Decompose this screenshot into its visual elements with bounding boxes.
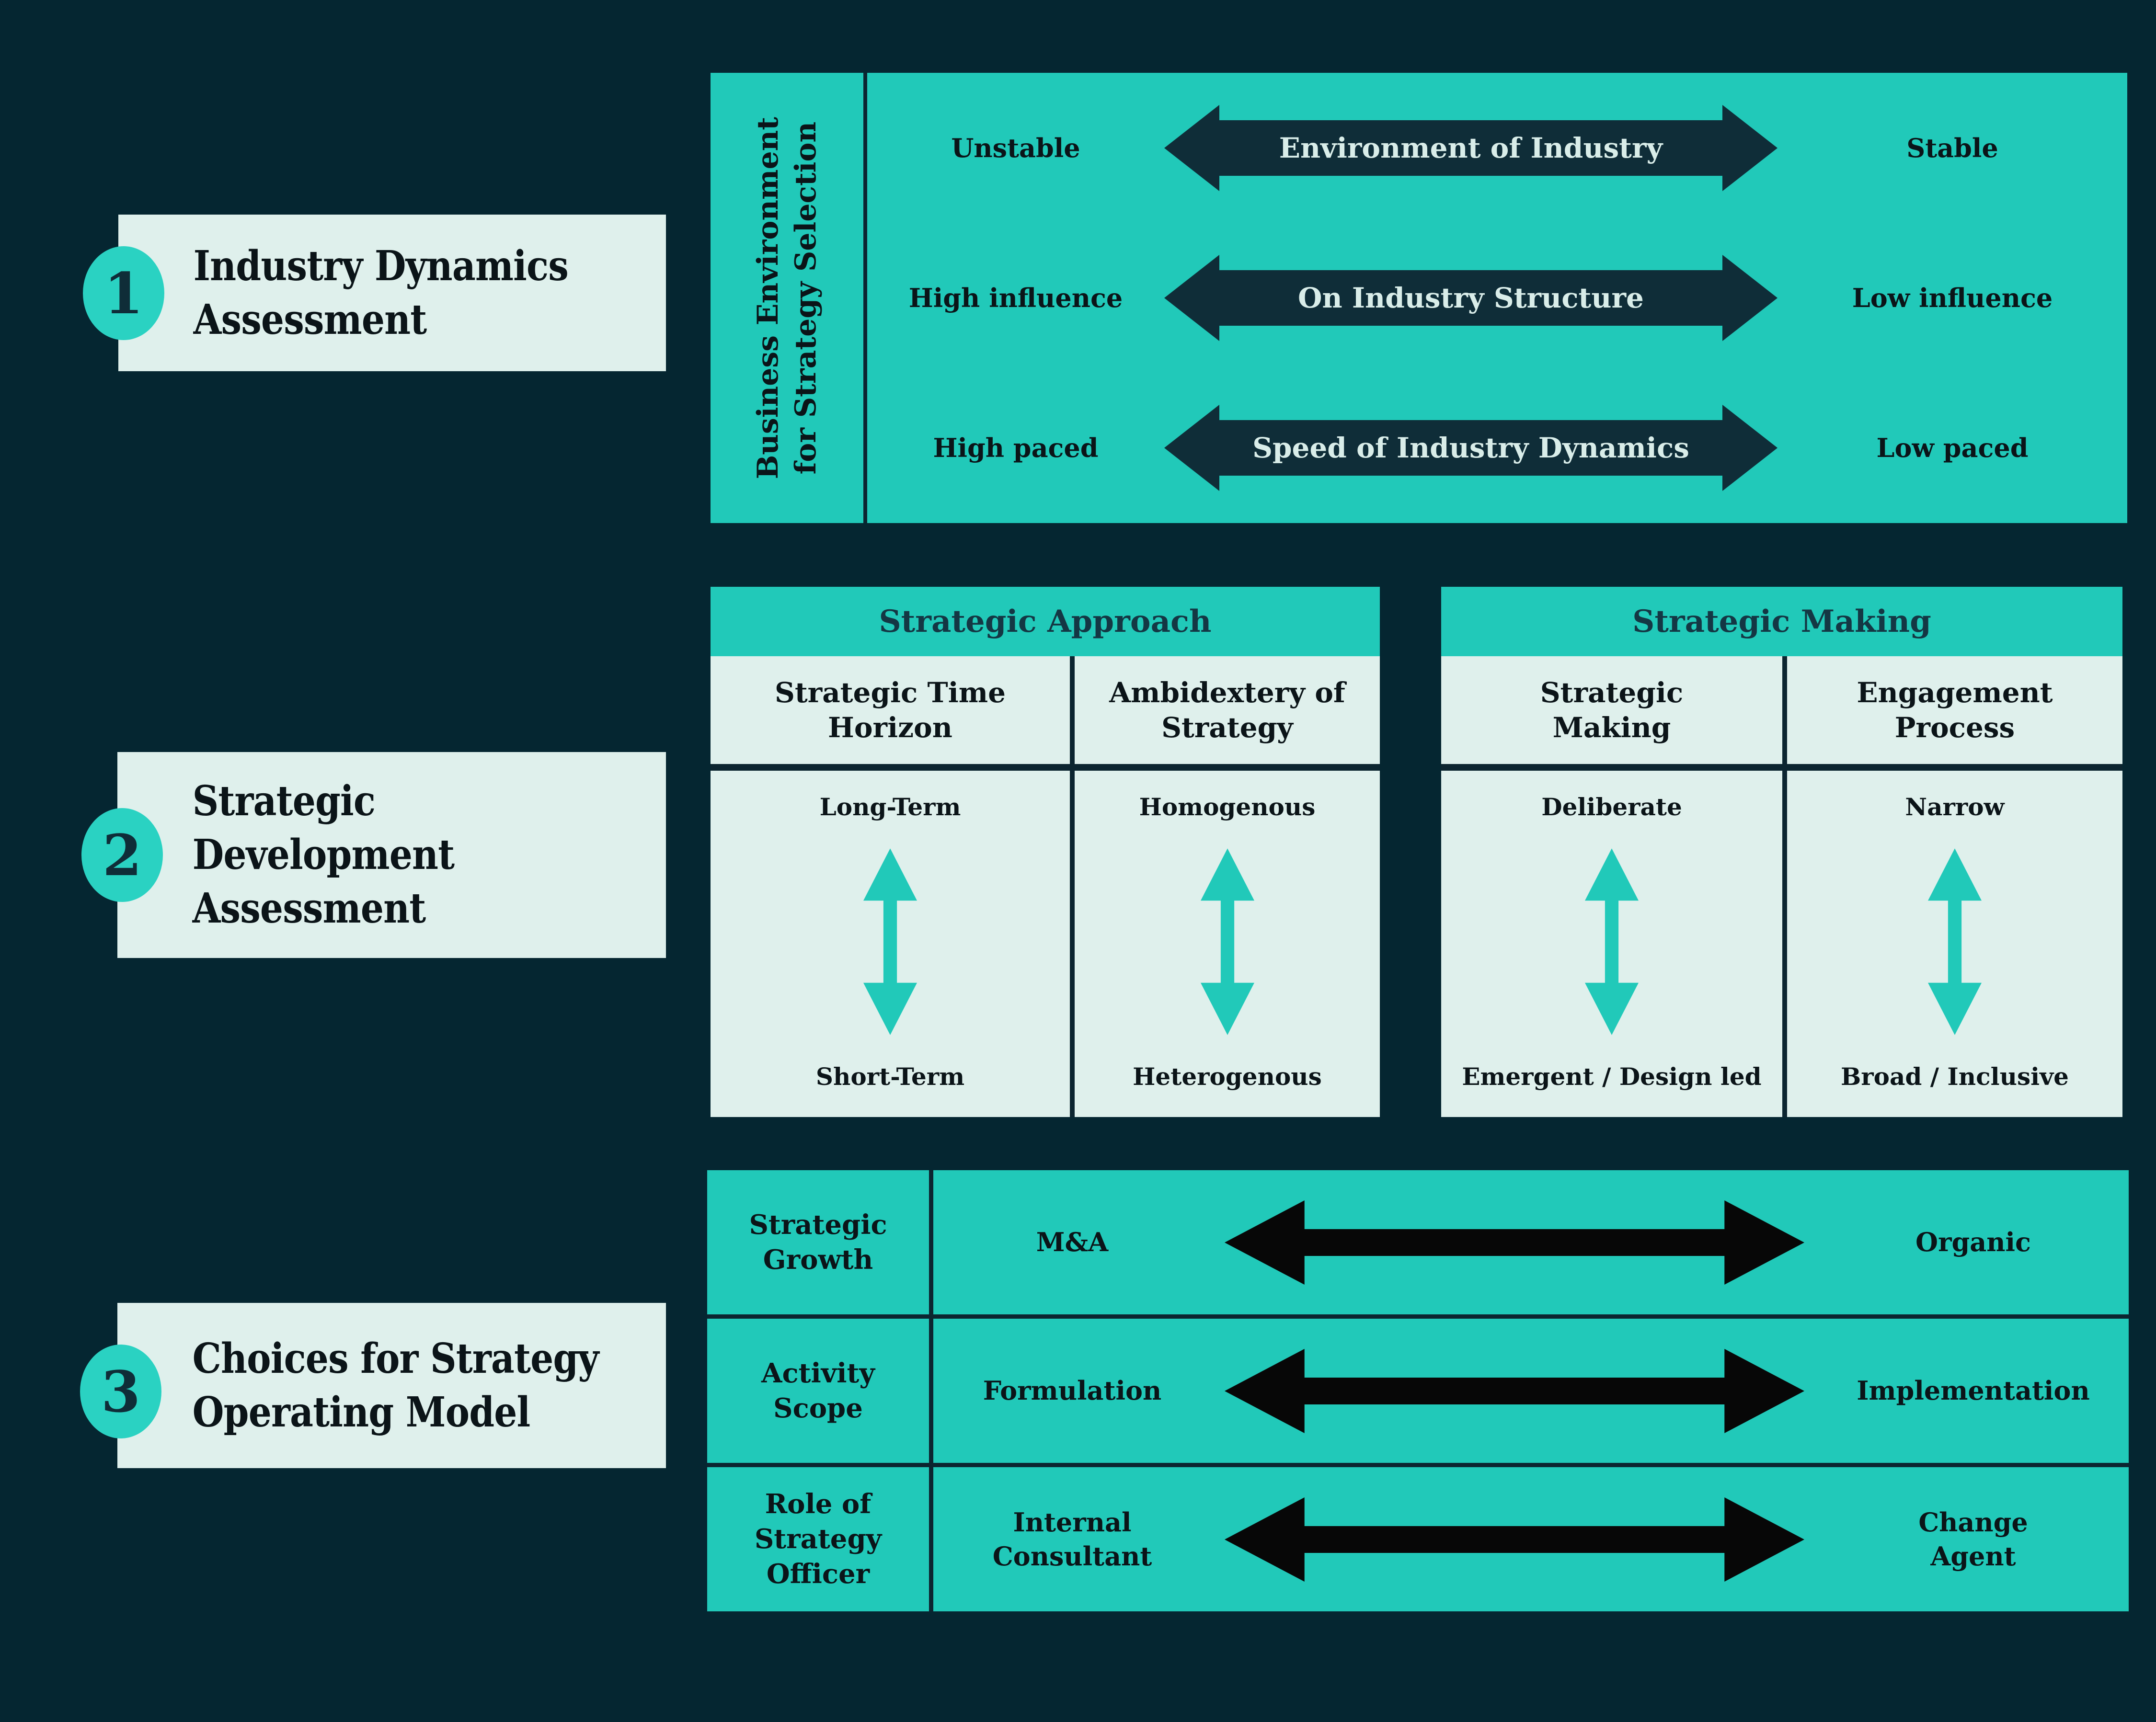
section-1-label-box: Industry Dynamics Assessment xyxy=(118,215,666,371)
scale-top-label: Long-Term xyxy=(819,793,961,821)
strategic-making-table: Strategic Making Strategic Making Engage… xyxy=(1441,587,2122,1117)
scale-top-label: Homogenous xyxy=(1139,793,1316,821)
choices-row-right-value: Implementation xyxy=(1857,1375,2090,1406)
double-arrow-vertical-icon xyxy=(1585,848,1639,1035)
section-1-number-badge: 1 xyxy=(83,246,164,340)
industry-row-left-label: High influence xyxy=(908,282,1123,313)
industry-row-arrow: Environment of Industry xyxy=(1164,104,1778,191)
section-2-label-box: Strategic Development Assessment xyxy=(117,752,666,958)
strategic-making-table-title: Strategic Making xyxy=(1441,587,2122,656)
strategic-approach-subheaders: Strategic Time Horizon Ambidextery of St… xyxy=(711,656,1380,764)
column-header-strategic-time-horizon: Strategic Time Horizon xyxy=(774,676,1006,744)
scale-top-label: Narrow xyxy=(1905,793,2005,821)
industry-panel-rows: Unstable Environment of Industry Stable … xyxy=(867,73,2127,523)
industry-panel-side-strip: Business Environment for Strategy Select… xyxy=(711,73,867,523)
industry-dynamics-panel: Business Environment for Strategy Select… xyxy=(711,73,2127,523)
choices-row-left-value: Formulation xyxy=(983,1375,1162,1406)
industry-row-arrow: Speed of Industry Dynamics xyxy=(1164,405,1778,491)
double-arrow-horizontal-icon xyxy=(1164,104,1778,191)
choices-row-right-value: Organic xyxy=(1915,1227,2031,1258)
scale-cell-ambidextery: Homogenous Heterogenous xyxy=(1070,771,1380,1117)
section-3-label-box: Choices for Strategy Operating Model xyxy=(117,1303,666,1468)
strategic-making-subheaders: Strategic Making Engagement Process xyxy=(1441,656,2122,764)
scale-cell-strategic-making: Deliberate Emergent / Design led xyxy=(1441,771,1782,1117)
industry-row-environment: Unstable Environment of Industry Stable xyxy=(867,73,2127,223)
section-3-number: 3 xyxy=(101,1358,141,1425)
choices-row-role-of-strategy-officer: Role of Strategy Officer Internal Consul… xyxy=(707,1463,2129,1611)
section-1-title: Industry Dynamics Assessment xyxy=(193,241,569,344)
section-2-title: Strategic Development Assessment xyxy=(192,777,455,933)
double-arrow-horizontal-icon xyxy=(1225,1348,1804,1433)
column-header-ambidextery-of-strategy: Ambidextery of Strategy xyxy=(1070,656,1380,764)
section-2-number: 2 xyxy=(102,821,142,889)
industry-row-arrow-label: Speed of Industry Dynamics xyxy=(1252,432,1689,465)
strategic-approach-body: Long-Term Short-Term Homogenous Heteroge… xyxy=(711,764,1380,1117)
scale-cell-time-horizon: Long-Term Short-Term xyxy=(711,771,1070,1117)
choices-row-label: Activity Scope xyxy=(707,1319,933,1463)
scale-bottom-label: Short-Term xyxy=(815,1062,965,1091)
strategic-making-body: Deliberate Emergent / Design led Narrow … xyxy=(1441,764,2122,1117)
choices-row-left-value: M&A xyxy=(1036,1227,1109,1258)
section-2-number-badge: 2 xyxy=(81,808,163,902)
industry-row-arrow: On Industry Structure xyxy=(1164,254,1778,341)
column-header-strategic-making: Strategic Making xyxy=(1540,676,1684,744)
industry-row-arrow-label: Environment of Industry xyxy=(1279,131,1663,164)
industry-row-right-label: Low influence xyxy=(1852,282,2053,313)
choices-row-arrow xyxy=(1211,1467,1818,1611)
industry-row-left-label: Unstable xyxy=(951,132,1080,163)
double-arrow-horizontal-icon xyxy=(1164,405,1778,491)
section-3-title: Choices for Strategy Operating Model xyxy=(192,1334,599,1437)
choices-for-operating-model-table: Strategic Growth M&A Organic Activity Sc… xyxy=(707,1170,2129,1611)
scale-cell-engagement-process: Narrow Broad / Inclusive xyxy=(1782,771,2122,1117)
double-arrow-horizontal-icon xyxy=(1164,254,1778,341)
scale-top-label: Deliberate xyxy=(1541,793,1682,821)
choices-row-arrow xyxy=(1211,1319,1818,1463)
column-header-engagement-process: Engagement Process xyxy=(1782,656,2122,764)
section-3-number-badge: 3 xyxy=(80,1345,161,1438)
industry-row-left-label: High paced xyxy=(933,433,1099,464)
double-arrow-horizontal-icon xyxy=(1225,1200,1804,1285)
double-arrow-vertical-icon xyxy=(1200,848,1254,1035)
industry-row-speed: High paced Speed of Industry Dynamics Lo… xyxy=(867,373,2127,523)
choices-row-label: Role of Strategy Officer xyxy=(707,1467,933,1611)
choices-row-strategic-growth: Strategic Growth M&A Organic xyxy=(707,1170,2129,1314)
strategic-approach-table: Strategic Approach Strategic Time Horizo… xyxy=(711,587,1380,1117)
choices-row-arrow xyxy=(1211,1170,1818,1314)
double-arrow-vertical-icon xyxy=(863,848,917,1035)
industry-row-right-label: Stable xyxy=(1906,132,1998,163)
scale-bottom-label: Heterogenous xyxy=(1133,1062,1322,1091)
industry-row-arrow-label: On Industry Structure xyxy=(1298,281,1644,314)
industry-row-structure: High influence On Industry Structure Low… xyxy=(867,223,2127,373)
double-arrow-vertical-icon xyxy=(1928,848,1982,1035)
scale-bottom-label: Emergent / Design led xyxy=(1462,1062,1762,1091)
choices-row-left-value: Internal Consultant xyxy=(992,1507,1152,1572)
double-arrow-horizontal-icon xyxy=(1225,1497,1804,1582)
section-1-number: 1 xyxy=(103,260,144,327)
choices-row-right-value: Change Agent xyxy=(1918,1507,2028,1572)
industry-row-right-label: Low paced xyxy=(1876,433,2029,464)
strategic-approach-table-title: Strategic Approach xyxy=(711,587,1380,656)
choices-row-activity-scope: Activity Scope Formulation Implementatio… xyxy=(707,1314,2129,1463)
industry-panel-side-label: Business Environment for Strategy Select… xyxy=(751,116,823,479)
scale-bottom-label: Broad / Inclusive xyxy=(1841,1062,2069,1091)
choices-row-label: Strategic Growth xyxy=(707,1170,933,1314)
